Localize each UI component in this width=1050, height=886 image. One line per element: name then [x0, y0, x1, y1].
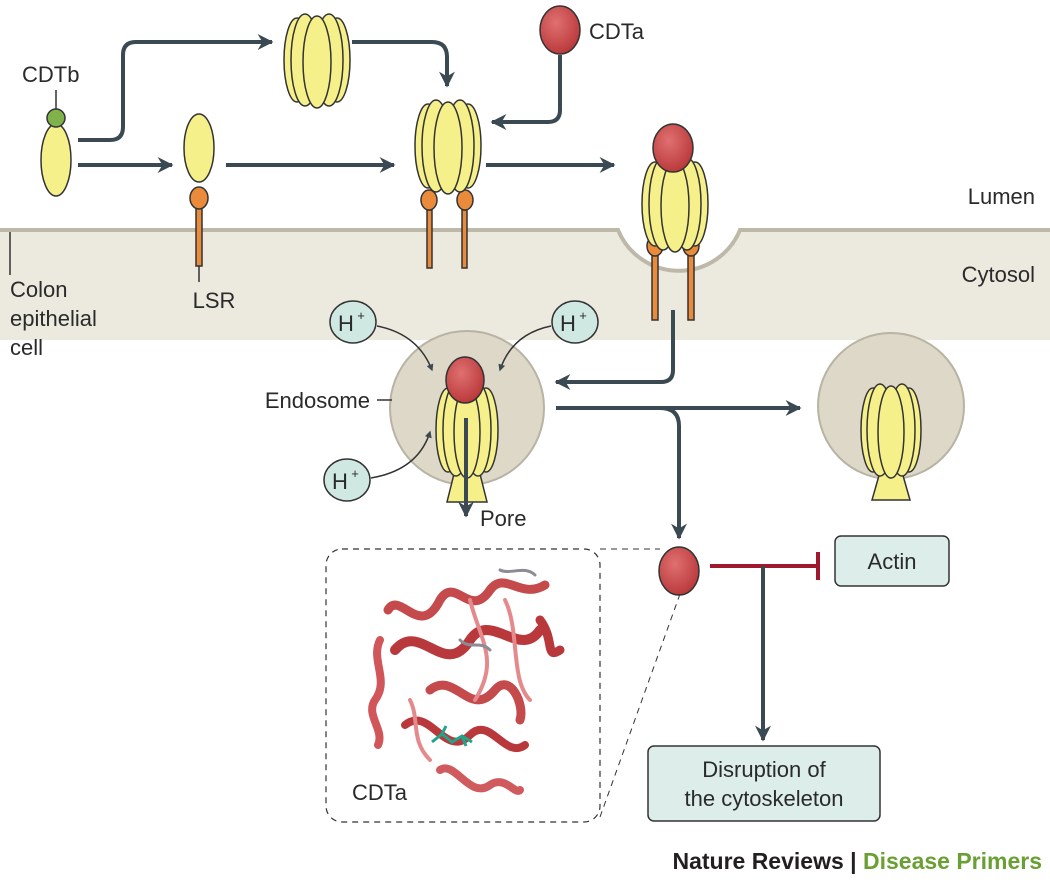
cytosol-label: Cytosol [962, 262, 1035, 287]
svg-text:H: H [560, 311, 576, 336]
arrows-upper [78, 34, 616, 173]
journal-credit: Nature Reviews | Disease Primers [672, 848, 1042, 874]
proton-1: H + [329, 300, 434, 372]
disruption-box: Disruption of the cytoskeleton [647, 745, 881, 822]
lsr-receptor-bound [183, 113, 215, 267]
colon-cell-label: Colon epithelial cell [9, 232, 97, 360]
cdtb-oligomer-on-lsr [414, 99, 482, 269]
endosome-pore-remaining [817, 332, 965, 501]
svg-text:Disruption of: Disruption of [702, 757, 826, 782]
plasma-membrane [0, 228, 1050, 340]
svg-text:CDTa: CDTa [589, 19, 645, 44]
actin-box: Actin [834, 535, 950, 587]
cdta-structure-inset: CDTa [325, 548, 601, 823]
svg-text:cell: cell [10, 335, 43, 360]
proton-3: H + [323, 430, 432, 502]
cdtb-monomer: CDTb [22, 62, 79, 197]
svg-text:Pore: Pore [480, 506, 526, 531]
svg-text:H: H [338, 311, 354, 336]
endosome: Endosome Pore [265, 330, 545, 531]
svg-text:epithelial: epithelial [10, 306, 97, 331]
svg-text:+: + [351, 466, 359, 481]
lsr-label: LSR [193, 266, 236, 313]
svg-text:Actin: Actin [868, 549, 917, 574]
cdta-cytosolic [658, 546, 700, 596]
arrows-branch [556, 400, 802, 540]
cdtb-oligomer-free [283, 13, 351, 109]
cdt-complex-in-pit [641, 123, 709, 321]
zoom-lines [599, 548, 681, 818]
svg-text:Colon: Colon [10, 277, 67, 302]
arrow-to-endosome [554, 310, 675, 390]
svg-text:the cytoskeleton: the cytoskeleton [685, 786, 844, 811]
svg-text:H: H [332, 469, 348, 494]
svg-text:+: + [579, 308, 587, 323]
protein-ribbon [368, 568, 565, 795]
cdta-free: CDTa [539, 5, 645, 55]
svg-text:Endosome: Endosome [265, 388, 370, 413]
svg-text:+: + [357, 308, 365, 323]
svg-text:CDTa: CDTa [352, 780, 408, 805]
lumen-label: Lumen [968, 184, 1035, 209]
proton-2: H + [498, 300, 599, 372]
svg-text:CDTb: CDTb [22, 62, 79, 87]
svg-text:LSR: LSR [193, 288, 236, 313]
ligand-sticks [431, 725, 473, 747]
